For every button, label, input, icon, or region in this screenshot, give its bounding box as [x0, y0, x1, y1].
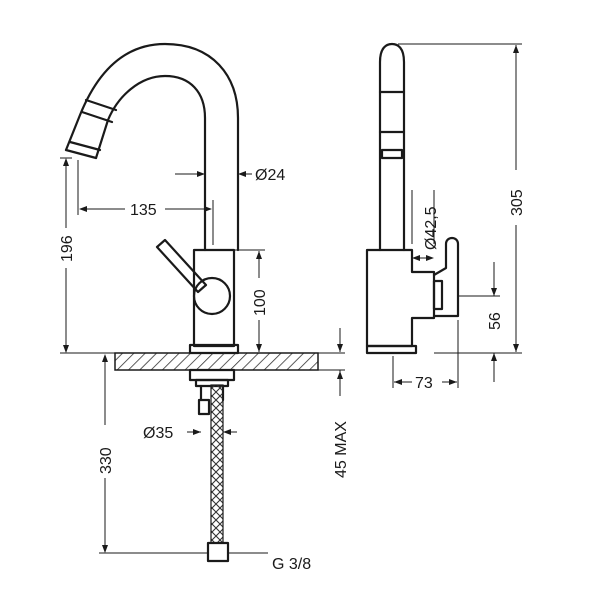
- dim-330: 330: [98, 447, 115, 474]
- side-lever-grip: [432, 279, 444, 311]
- side-lever: [432, 236, 460, 318]
- dim-56: 56: [487, 312, 504, 330]
- braided-hose: [210, 384, 224, 544]
- front-view: [60, 42, 345, 563]
- dim-d24: Ø24: [255, 167, 285, 184]
- faucet-body: [192, 248, 236, 348]
- side-body: [365, 248, 436, 348]
- dim-196: 196: [59, 235, 76, 262]
- stud-end: [197, 398, 211, 416]
- side-aerator-outlet: [380, 148, 404, 160]
- hose-nut: [206, 541, 230, 563]
- spout-tip-cap: [81, 99, 87, 113]
- dim-73: 73: [415, 375, 433, 392]
- dim-305: 305: [509, 189, 526, 216]
- handle-knob: [192, 276, 232, 316]
- spout-aerator: [64, 98, 118, 160]
- spout-outline-outer: [64, 42, 240, 252]
- dim-d42-5: Ø42,5: [423, 206, 440, 250]
- front-dimensions: Ø24 135 196 100 330 Ø35: [59, 157, 350, 573]
- side-spout: [378, 42, 406, 252]
- dim-45max: 45 MAX: [333, 421, 350, 478]
- side-dimensions: 305 Ø42,5 56 73: [392, 43, 526, 392]
- dim-100: 100: [252, 289, 269, 316]
- side-view: [365, 42, 460, 355]
- thread-label: G 3/8: [272, 556, 311, 573]
- mounting-nut: [188, 368, 236, 382]
- dim-135: 135: [130, 202, 157, 219]
- handle-lever: [155, 238, 208, 294]
- side-base-ring: [365, 344, 418, 355]
- countertop-section: [114, 352, 319, 371]
- dim-d35: Ø35: [143, 425, 173, 442]
- spout-outline-inner: [94, 74, 207, 252]
